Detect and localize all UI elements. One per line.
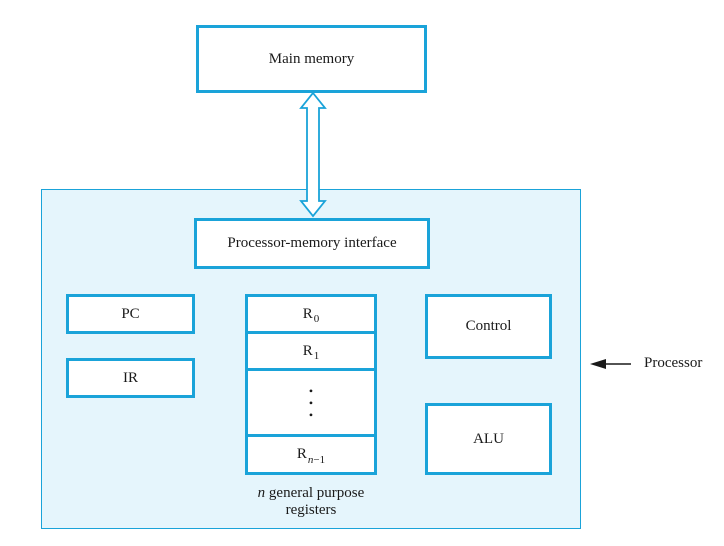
register-ellipsis: • • • xyxy=(248,371,374,437)
caption-line-2: registers xyxy=(285,502,337,518)
r0-base: R xyxy=(302,305,313,322)
main-memory-label: Main memory xyxy=(268,50,355,67)
ir-label: IR xyxy=(123,369,138,386)
caption-line-1: n general purpose xyxy=(236,485,386,502)
processor-memory-interface-box: Processor-memory interface xyxy=(194,218,430,269)
caption-var: n xyxy=(257,485,266,501)
alu-box: ALU xyxy=(425,403,552,475)
control-label: Control xyxy=(465,318,512,334)
interface-label: Processor-memory interface xyxy=(227,235,397,251)
processor-label: Processor xyxy=(644,355,703,371)
rn1-sub: n−1 xyxy=(308,454,325,466)
left-arrow-icon xyxy=(590,359,631,369)
vertical-ellipsis-icon: • • • xyxy=(308,383,314,422)
rn1-sub-var: n xyxy=(307,453,314,466)
rn1-base: R xyxy=(296,446,307,462)
rn1-sub-rest: −1 xyxy=(313,453,326,466)
r1-sub: 1 xyxy=(313,350,320,362)
alu-label: ALU xyxy=(473,430,504,447)
r0-sub: 0 xyxy=(313,313,320,325)
caption-line1-text: general purpose xyxy=(265,485,365,501)
ir-register-box: IR xyxy=(66,358,195,398)
double-headed-bus-arrow-icon xyxy=(299,91,327,218)
register-file-caption: n general purpose registers xyxy=(236,485,386,519)
pc-label: PC xyxy=(121,305,140,322)
pc-register-box: PC xyxy=(66,294,195,334)
main-memory-box: Main memory xyxy=(196,25,427,93)
control-box: Control xyxy=(425,294,552,359)
r1-base: R xyxy=(302,342,313,359)
